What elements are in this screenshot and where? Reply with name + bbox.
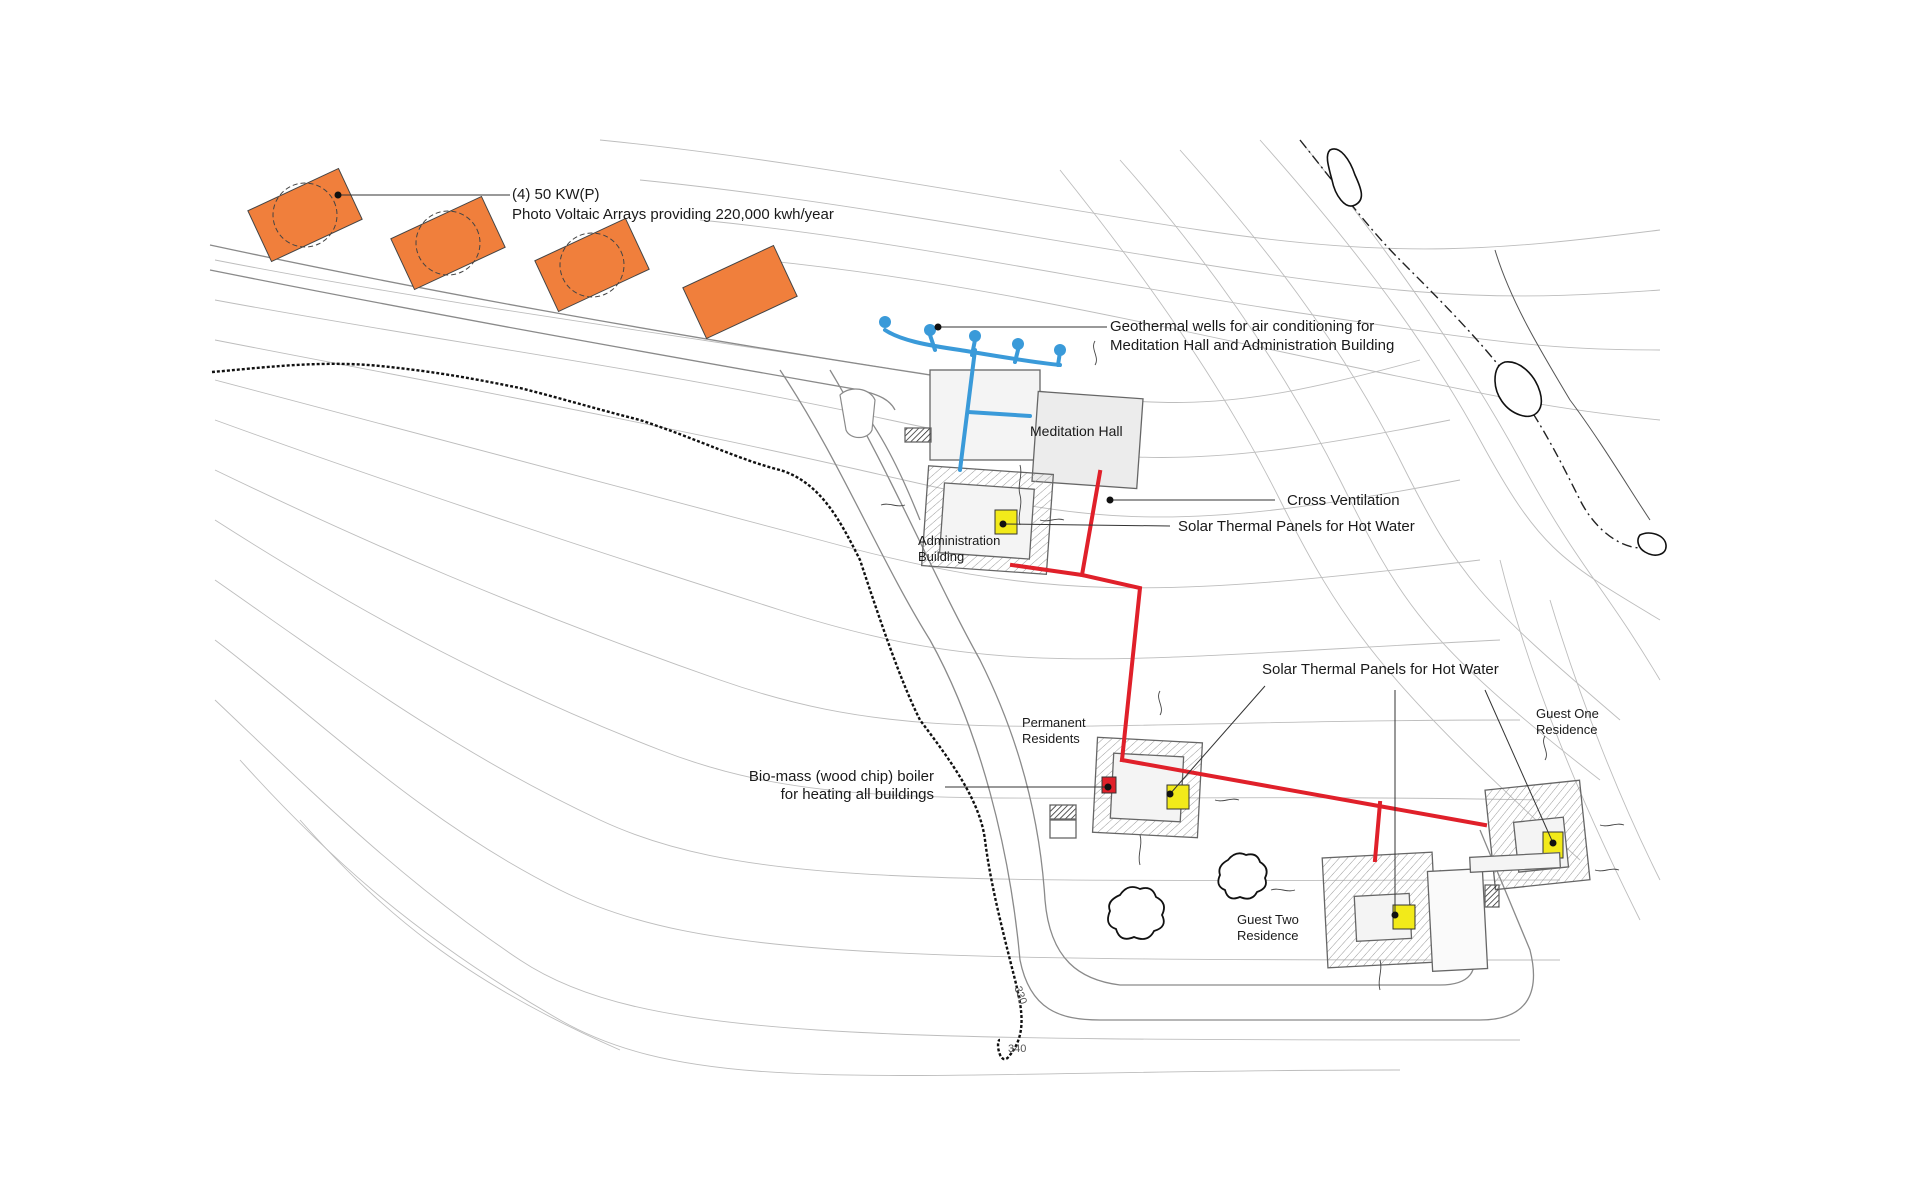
solar-panel-icon (994, 509, 1018, 535)
pv-array-icon (247, 167, 363, 263)
biomass-label-2: for heating all buildings (781, 786, 934, 803)
shrub-icon (1637, 532, 1667, 556)
hatched-stair (904, 427, 932, 443)
permanent-label-2: Residents (1022, 731, 1080, 746)
elevation-340-label: 340 (1008, 1043, 1026, 1055)
tree-icon (1217, 852, 1268, 900)
hatched-stair (1049, 804, 1077, 820)
airflow-arrow-icon (1214, 798, 1240, 802)
guest-one-label-1: Guest One (1536, 706, 1599, 721)
solar-thermal-lower-label: Solar Thermal Panels for Hot Water (1262, 661, 1499, 678)
meditation-hall-label: Meditation Hall (1030, 423, 1123, 439)
cross-ventilation-label: Cross Ventilation (1287, 492, 1400, 509)
access-road (209, 244, 1535, 1021)
airflow-arrow-icon (1594, 868, 1620, 872)
geothermal-well-icon (879, 316, 891, 328)
meditation-hall-roof (1031, 390, 1144, 490)
geothermal-label-1: Geothermal wells for air conditioning fo… (1110, 318, 1374, 335)
shrub-cluster-group (1326, 148, 1667, 556)
buildings (904, 369, 1591, 973)
airflow-arrow-icon (1093, 340, 1097, 366)
callouts: (4) 50 KW(P) Photo Voltaic Arrays provid… (512, 186, 1499, 803)
geothermal-well-icon (1054, 344, 1066, 356)
airflow-arrow-icon (1018, 464, 1022, 526)
biomass-label-1: Bio-mass (wood chip) boiler (749, 768, 934, 785)
airflow-arrow-icon (880, 503, 906, 507)
airflow-arrow-icon (1138, 834, 1142, 866)
parking-island (839, 388, 876, 439)
leader-dots (334, 191, 1557, 919)
geothermal-network (883, 328, 1062, 472)
geothermal-well-icon (1012, 338, 1024, 350)
heating-network (1009, 469, 1488, 863)
pv-array-icon (534, 217, 650, 313)
topographic-contours (214, 139, 1661, 1076)
guest-one-label-2: Residence (1536, 722, 1597, 737)
building-labels: Meditation Hall Administration Building … (918, 423, 1599, 943)
elevation-330-label: 330 (1011, 985, 1029, 1006)
airflow-arrow-icon (1158, 690, 1162, 716)
geothermal-label-2: Meditation Hall and Administration Build… (1110, 337, 1394, 354)
hatched-stair (1484, 884, 1500, 908)
pv-array-icon (682, 244, 798, 340)
guest-connector (1426, 867, 1489, 973)
tree-line-edge (211, 362, 1023, 1061)
site-boundary (1299, 139, 1661, 549)
pv-arrays (247, 167, 798, 340)
solar-thermal-upper-label: Solar Thermal Panels for Hot Water (1178, 518, 1415, 535)
admin-label-1: Administration (918, 533, 1000, 548)
geothermal-well-icons (879, 316, 1066, 356)
guest-two-label-2: Residence (1237, 928, 1298, 943)
guest-two-label-1: Guest Two (1237, 912, 1299, 927)
pv-array-icon (390, 195, 506, 291)
permanent-label-1: Permanent (1022, 715, 1086, 730)
trees (1107, 852, 1268, 940)
airflow-arrow-icon (1543, 735, 1547, 761)
leader-lines (338, 194, 1554, 915)
airflow-arrow-icon (1378, 959, 1382, 991)
tree-icon (1107, 886, 1165, 940)
airflow-arrow-icon (1039, 518, 1065, 522)
geothermal-well-icon (924, 324, 936, 336)
shrub-icon (1326, 148, 1363, 207)
pv-output-label: Photo Voltaic Arrays providing 220,000 k… (512, 206, 834, 223)
elevation-labels: 330 340 (1008, 985, 1029, 1055)
airflow-arrow-icon (1599, 823, 1625, 827)
airflow-arrow-icon (1270, 888, 1296, 892)
airflow-indicators (880, 340, 1625, 991)
geothermal-well-icon (969, 330, 981, 342)
pv-count-label: (4) 50 KW(P) (512, 186, 600, 203)
shrub-icon (1494, 361, 1542, 417)
admin-label-2: Building (918, 549, 964, 564)
